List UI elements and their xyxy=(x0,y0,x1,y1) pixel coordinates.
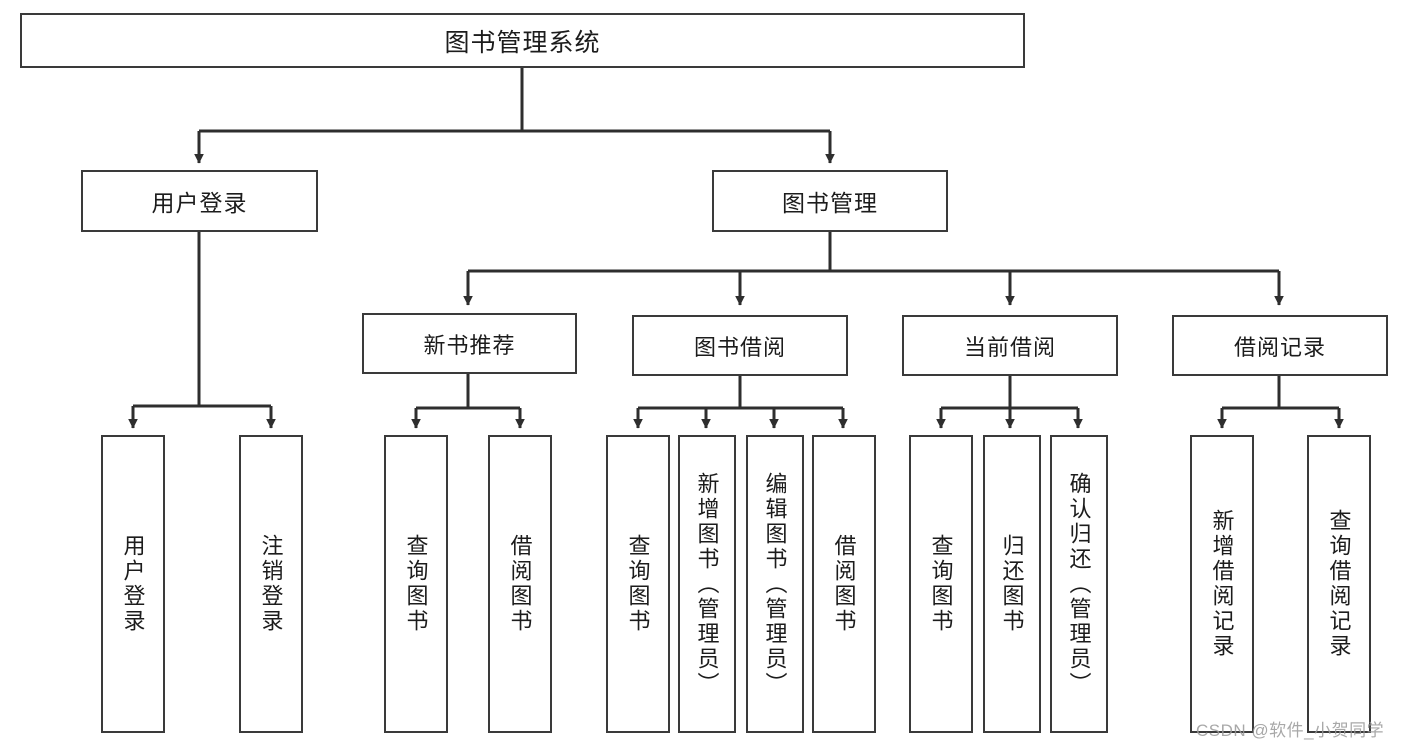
node-new-book-recommend[interactable]: 新书推荐 xyxy=(362,313,577,374)
node-borrow-record[interactable]: 借阅记录 xyxy=(1172,315,1388,376)
node-root-book-management-system[interactable]: 图书管理系统 xyxy=(20,13,1025,68)
leaf-confirm-return-admin[interactable]: 确认归还（管理员） xyxy=(1050,435,1108,733)
node-label: 查询借阅记录 xyxy=(1326,509,1352,659)
node-label: 查询图书 xyxy=(403,534,429,634)
node-label: 注销登录 xyxy=(258,534,284,634)
node-label: 用户登录 xyxy=(151,190,248,216)
node-label: 借阅图书 xyxy=(831,534,857,634)
leaf-query-book-borrow[interactable]: 查询图书 xyxy=(606,435,670,733)
node-label: 图书管理系统 xyxy=(444,28,601,57)
node-book-borrow[interactable]: 图书借阅 xyxy=(632,315,848,376)
node-label: 查询图书 xyxy=(928,534,954,634)
watermark-text: CSDN @软件_小贺同学 xyxy=(1196,721,1385,740)
node-label: 确认归还（管理员） xyxy=(1066,471,1092,697)
node-book-management[interactable]: 图书管理 xyxy=(712,170,948,232)
node-label: 借阅图书 xyxy=(507,534,533,634)
node-label: 新增借阅记录 xyxy=(1209,509,1235,659)
leaf-edit-book-admin[interactable]: 编辑图书（管理员） xyxy=(746,435,804,733)
node-label: 编辑图书（管理员） xyxy=(762,471,788,697)
node-user-login[interactable]: 用户登录 xyxy=(81,170,318,232)
leaf-query-borrow-record[interactable]: 查询借阅记录 xyxy=(1307,435,1371,733)
leaf-borrow-book-recommend[interactable]: 借阅图书 xyxy=(488,435,552,733)
node-label: 归还图书 xyxy=(999,534,1025,634)
leaf-query-book-current[interactable]: 查询图书 xyxy=(909,435,973,733)
leaf-user-logout[interactable]: 注销登录 xyxy=(239,435,303,733)
leaf-add-book-admin[interactable]: 新增图书（管理员） xyxy=(678,435,736,733)
leaf-user-login[interactable]: 用户登录 xyxy=(101,435,165,733)
node-label: 新增图书（管理员） xyxy=(694,471,720,697)
node-label: 用户登录 xyxy=(120,534,146,634)
leaf-add-borrow-record[interactable]: 新增借阅记录 xyxy=(1190,435,1254,733)
node-label: 图书管理 xyxy=(782,190,878,216)
node-label: 新书推荐 xyxy=(423,332,516,358)
leaf-borrow-book[interactable]: 借阅图书 xyxy=(812,435,876,733)
node-label: 当前借阅 xyxy=(963,334,1056,360)
node-label: 图书借阅 xyxy=(693,334,786,360)
leaf-query-book-recommend[interactable]: 查询图书 xyxy=(384,435,448,733)
node-current-borrow[interactable]: 当前借阅 xyxy=(902,315,1118,376)
node-label: 借阅记录 xyxy=(1233,334,1326,360)
node-label: 查询图书 xyxy=(625,534,651,634)
leaf-return-book[interactable]: 归还图书 xyxy=(983,435,1041,733)
